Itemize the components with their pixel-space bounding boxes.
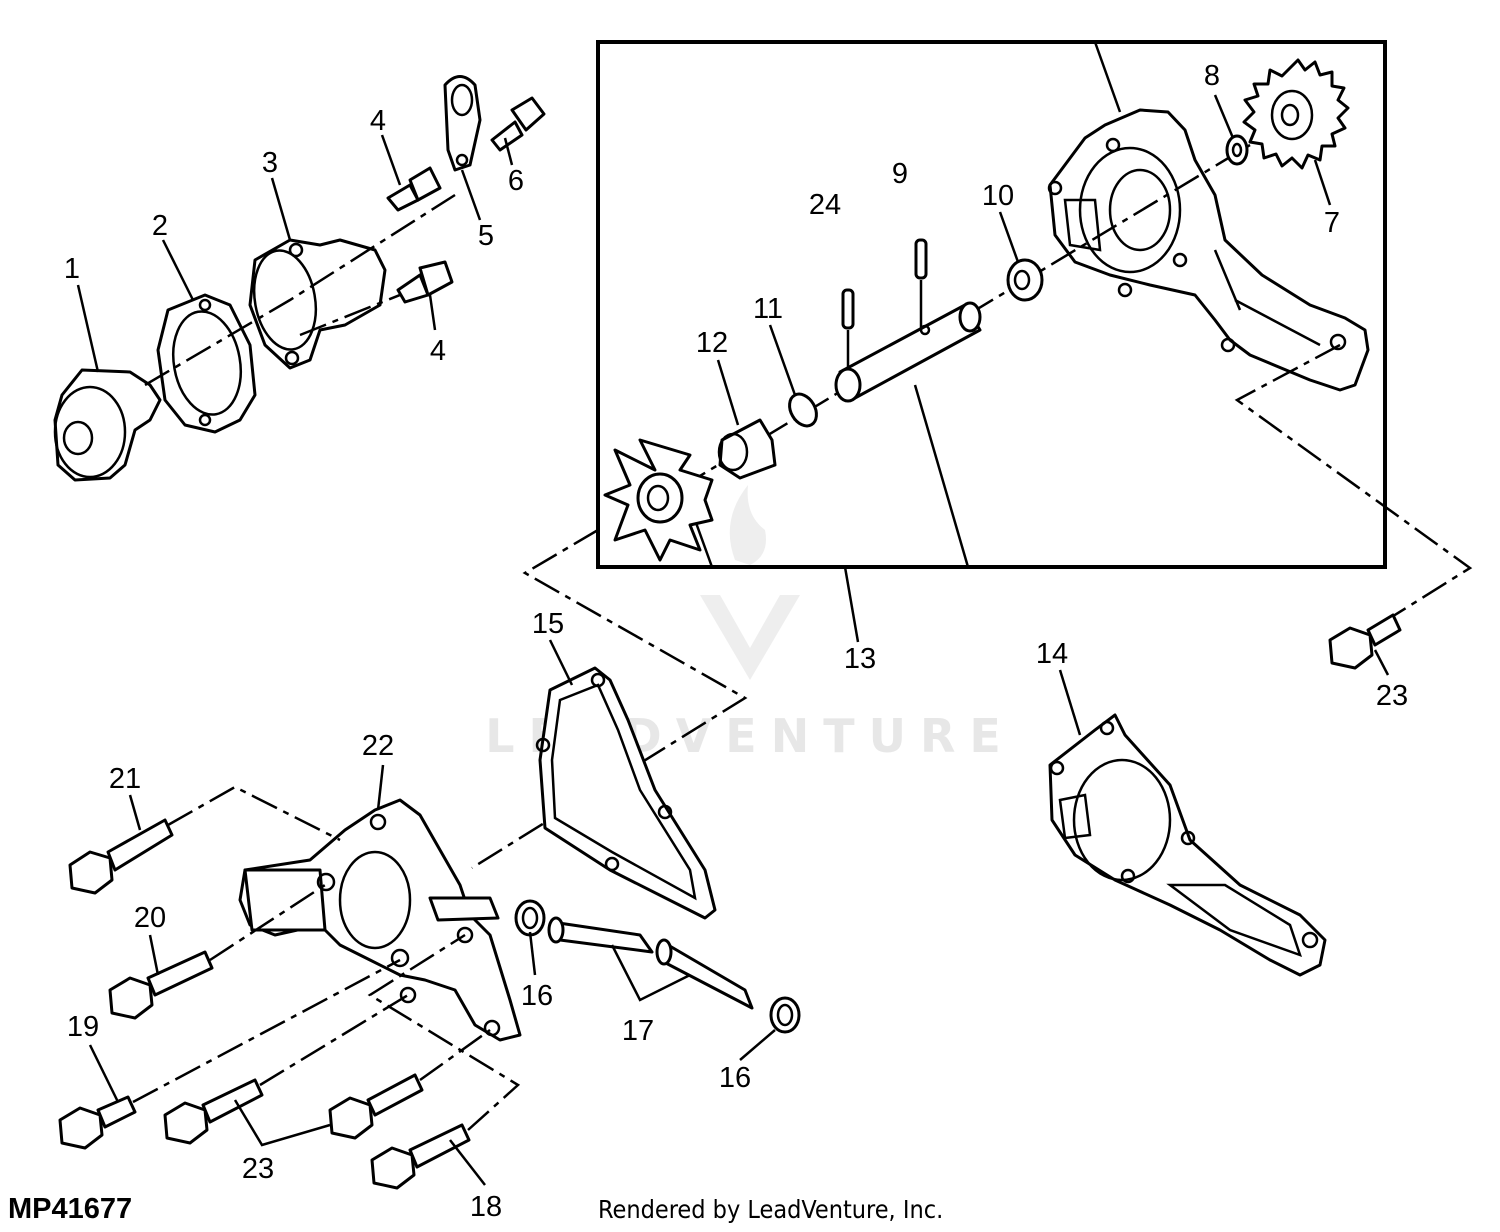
cap-screw-23-right	[328, 1073, 424, 1140]
thermostat-gasket	[156, 293, 257, 434]
roll-pin-24	[841, 288, 855, 370]
inset-frame	[596, 40, 1387, 569]
callout-7: 7	[1324, 207, 1340, 239]
o-ring	[788, 392, 818, 428]
screw-19-line	[132, 958, 401, 1104]
callout-5: 5	[478, 220, 494, 252]
callout-3: 3	[262, 147, 278, 179]
assembly-dashline-right	[1234, 343, 1473, 620]
callout-13: 13	[844, 643, 876, 675]
hose-clamp-lower	[769, 996, 801, 1034]
drive-gear	[1242, 58, 1350, 170]
callout-15: 15	[532, 608, 564, 640]
pump-housing	[1047, 108, 1370, 392]
callout-8: 8	[1204, 60, 1220, 92]
callout-12: 12	[696, 327, 728, 359]
render-credit: Rendered by LeadVenture, Inc.	[598, 1195, 943, 1224]
pump-seal	[1006, 258, 1044, 302]
callout-6: 6	[508, 165, 524, 197]
figure-id: MP41677	[8, 1193, 132, 1225]
thermostat	[53, 368, 162, 482]
callout-22: 22	[362, 730, 394, 762]
callout-23-lower: 23	[242, 1153, 274, 1185]
screw-23-left-line	[259, 993, 409, 1087]
callout-17: 17	[622, 1015, 654, 1047]
callout-2: 2	[152, 210, 168, 242]
callout-9: 9	[892, 158, 908, 190]
callout-20: 20	[134, 902, 166, 934]
mechanical-seal	[717, 418, 777, 480]
cap-screw-20	[108, 950, 214, 1020]
thermostat-centerline	[144, 193, 456, 387]
pump-cover	[238, 798, 522, 1042]
screw-23-right-line	[419, 1028, 491, 1082]
pump-housing-gasket	[1048, 713, 1327, 977]
screw-18-line	[367, 933, 521, 1131]
callout-1: 1	[64, 253, 80, 285]
callout-4-lower: 4	[430, 335, 446, 367]
screw-21-line	[167, 785, 341, 842]
pump-shaft	[834, 301, 982, 403]
lift-bracket	[443, 75, 482, 172]
cap-screw-18	[370, 1123, 471, 1190]
callout-13-leaders	[693, 41, 1122, 643]
roll-pin-9	[914, 238, 928, 330]
callout-4-upper: 4	[370, 105, 386, 137]
cap-screw-23-left	[163, 1078, 264, 1145]
cap-screw-19	[58, 1095, 137, 1150]
callout-10: 10	[982, 180, 1014, 212]
callout-21: 21	[109, 763, 141, 795]
callout-11: 11	[753, 293, 783, 325]
callout-14: 14	[1036, 638, 1068, 670]
cap-screw-21	[68, 818, 174, 895]
cap-screw-23-inset	[1328, 613, 1402, 670]
hose-clamp-upper	[514, 899, 546, 937]
stud-upper	[386, 166, 442, 212]
callout-24: 24	[809, 189, 841, 221]
callout-18: 18	[470, 1191, 502, 1223]
thermostat-cover	[248, 238, 387, 370]
cap-screw-6	[490, 96, 546, 152]
bypass-hose	[547, 916, 754, 1010]
stud-lower	[396, 260, 454, 304]
callout-16-upper: 16	[521, 980, 553, 1012]
screw-20-line	[209, 883, 326, 962]
gear-washer	[1225, 134, 1249, 166]
pump-gasket	[535, 666, 717, 920]
callout-leaders	[76, 94, 1390, 1186]
impeller	[603, 438, 714, 562]
callout-16-lower: 16	[719, 1062, 751, 1094]
callout-23-inset: 23	[1376, 680, 1408, 712]
callout-19: 19	[67, 1011, 99, 1043]
